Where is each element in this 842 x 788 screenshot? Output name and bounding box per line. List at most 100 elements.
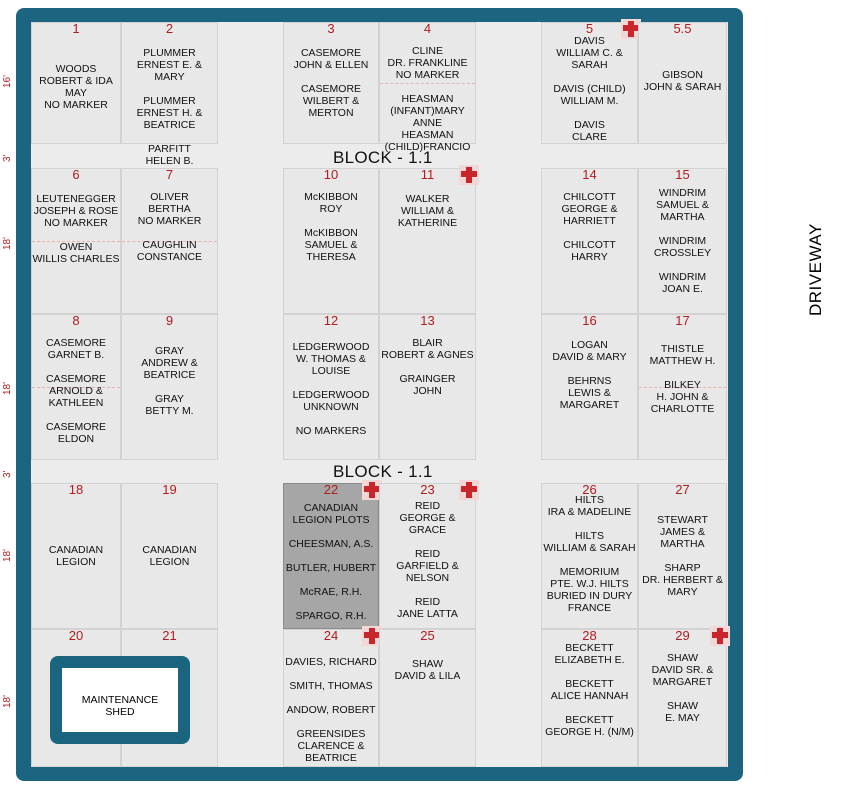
plot-names: BLAIR ROBERT & AGNES GRAINGER JOHN [381, 337, 474, 397]
plot-names: DAVIS WILLIAM C. & SARAH DAVIS (CHILD) W… [553, 35, 626, 143]
plot-number: 1 [72, 21, 80, 36]
plot-number: 3 [327, 21, 335, 36]
plot-names: WINDRIM SAMUEL & MARTHA WINDRIM CROSSLEY… [653, 187, 712, 295]
shed-label: MAINTENANCE SHED [81, 694, 159, 718]
plot-number: 13 [420, 313, 435, 328]
memorial-cross-icon [362, 480, 382, 500]
plot-names: WOODS ROBERT & IDA MAY NO MARKER [39, 63, 113, 111]
plot-number: 5 [585, 21, 594, 36]
plot-names: REID GEORGE & GRACE REID GARFIELD & NELS… [396, 500, 459, 620]
plot-names: THISTLE MATTHEW H. BILKEY H. JOHN & CHAR… [649, 343, 716, 415]
maintenance-shed: MAINTENANCE SHED [50, 656, 190, 744]
plot-number: 9 [165, 313, 174, 328]
memorial-cross-icon [362, 626, 382, 646]
plot-number: 4 [423, 21, 432, 36]
plot-number: 29 [675, 628, 690, 643]
plot-number: 15 [675, 167, 690, 182]
row-label-3ft-top: 3' [2, 154, 13, 162]
row-label-18ft-4: 18' [2, 694, 13, 708]
plot-names: CASEMORE JOHN & ELLEN CASEMORE WILBERT &… [293, 47, 369, 119]
plot-names: HILTS IRA & MADELINE HILTS WILLIAM & SAR… [543, 494, 636, 614]
plot-names: CLINE DR. FRANKLINE NO MARKER HEASMAN (I… [384, 45, 471, 153]
plot-names: LEDGERWOOD W. THOMAS & LOUISE LEDGERWOOD… [292, 341, 370, 437]
plot-number: 22 [323, 482, 339, 497]
plot-number: 14 [582, 167, 597, 182]
plot-names: CANADIAN LEGION [48, 544, 104, 568]
plot-number: 21 [162, 628, 177, 643]
plot-number: 7 [165, 167, 174, 182]
row-label-18ft-3: 18' [2, 548, 13, 562]
plot-divider [122, 241, 217, 242]
plot-names: BECKETT ELIZABETH E. BECKETT ALICE HANNA… [545, 642, 634, 738]
plot-number: 19 [162, 482, 177, 497]
plot-names: SHAW DAVID SR. & MARGARET SHAW E. MAY [651, 652, 714, 724]
plot-names: LEUTENEGGER JOSEPH & ROSE NO MARKER OWEN… [32, 193, 120, 265]
plot-names: GRAY ANDREW & BEATRICE GRAY BETTY M. [141, 345, 198, 417]
plot-number: 20 [68, 628, 84, 643]
row-label-18ft-2: 18' [2, 381, 13, 395]
plot-names: CHILCOTT GEORGE & HARRIETT CHILCOTT HARR… [561, 191, 618, 263]
plot-names: LOGAN DAVID & MARY BEHRNS LEWIS & MARGAR… [552, 339, 627, 411]
plot-names: PLUMMER ERNEST E. & MARY PLUMMER ERNEST … [136, 47, 203, 167]
block-title-bottom: BLOCK - 1.1 [333, 462, 433, 481]
plot-number: 24 [323, 628, 339, 643]
plot-number: 6 [72, 167, 80, 182]
plot-number: 12 [323, 313, 339, 328]
plot-number: 2 [165, 21, 174, 36]
memorial-cross-icon [710, 626, 730, 646]
plot-divider [32, 387, 120, 388]
plot-names: CANADIAN LEGION PLOTS CHEESMAN, A.S. BUT… [285, 502, 377, 622]
plot-number: 18 [68, 482, 84, 497]
plot-number: 16 [582, 313, 597, 328]
plot-number: 26 [582, 482, 597, 497]
plot-number: 23 [420, 482, 435, 497]
plot-names: CANADIAN LEGION [142, 544, 197, 568]
plot-number: 17 [675, 313, 690, 328]
plot-divider [32, 241, 120, 242]
memorial-cross-icon [621, 19, 641, 39]
plot-number: 27 [675, 482, 690, 497]
plot-divider [380, 83, 475, 84]
plot-names: WALKER WILLIAM & KATHERINE [397, 193, 458, 229]
driveway-label: DRIVEWAY [806, 223, 825, 316]
plot-divider [639, 387, 726, 388]
block-title-top: BLOCK - 1.1 [333, 148, 433, 167]
memorial-cross-icon [459, 165, 479, 185]
plot-names: GIBSON JOHN & SARAH [643, 69, 722, 93]
plot-names: SHAW DAVID & LILA [394, 658, 461, 682]
plot-names: McKIBBON ROY McKIBBON SAMUEL & THERESA [304, 191, 358, 263]
plot-number: 10 [323, 167, 339, 182]
plot-names: CASEMORE GARNET B. CASEMORE ARNOLD & KAT… [45, 337, 107, 445]
plot-number: 5.5 [673, 21, 692, 36]
plot-number: 28 [582, 628, 597, 643]
plot-names: OLIVER BERTHA NO MARKER CAUGHLIN CONSTAN… [136, 191, 203, 263]
